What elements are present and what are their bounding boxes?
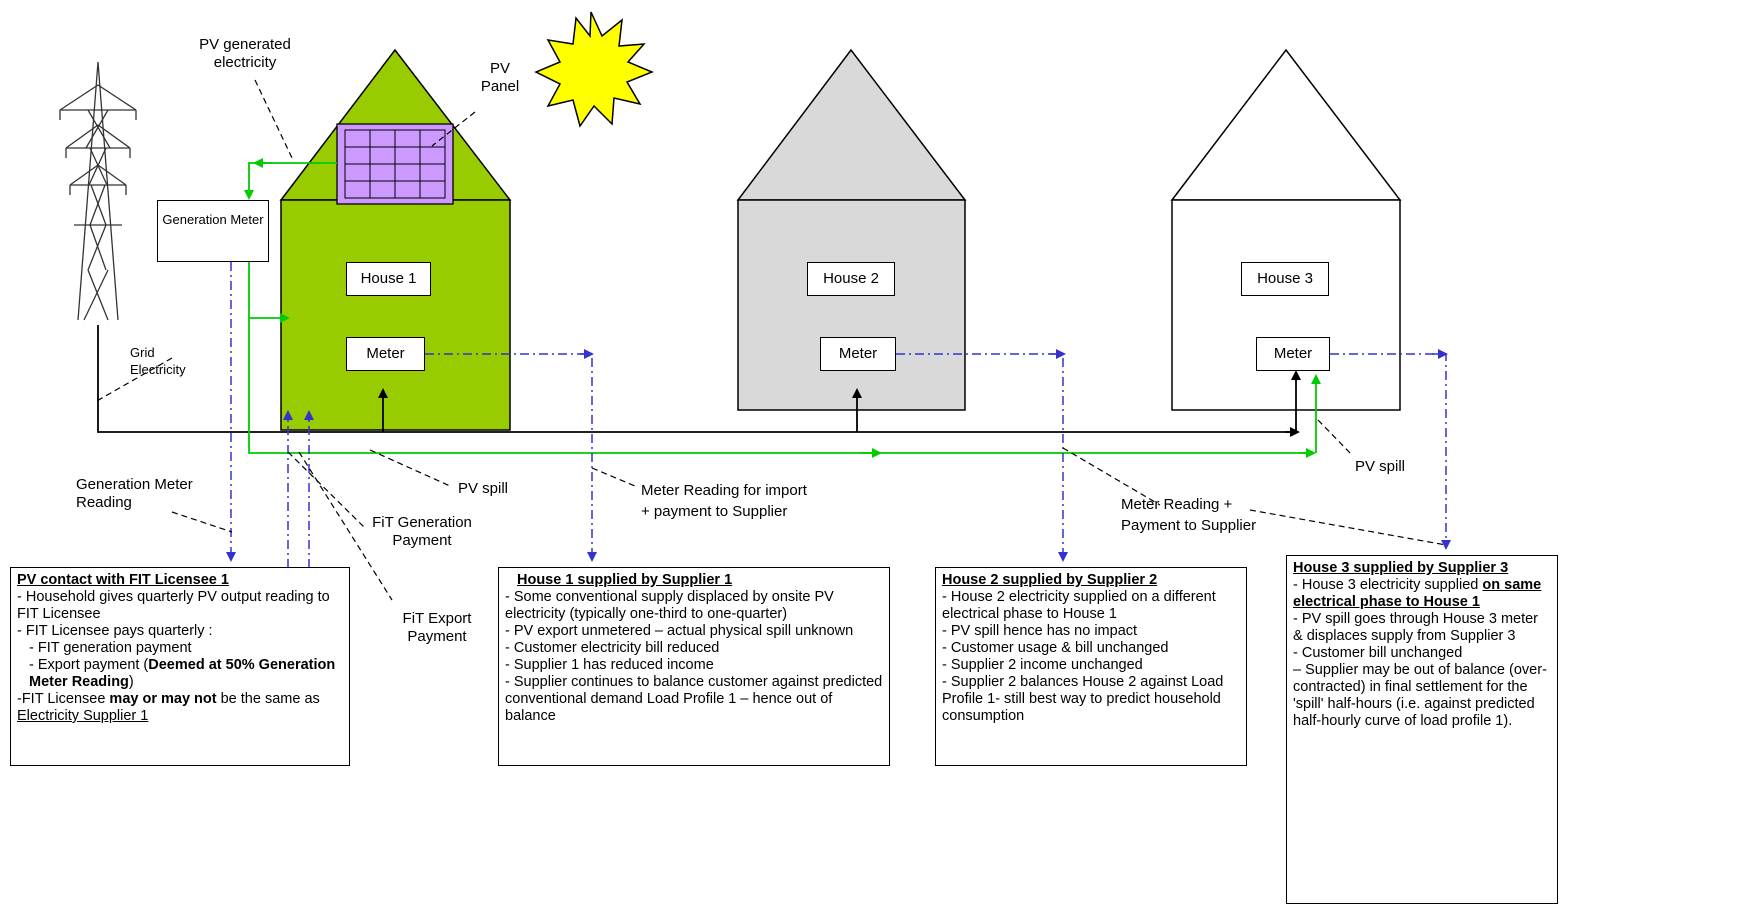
fit-licensee-box: PV contact with FIT Licensee 1 - Househo…	[10, 567, 350, 766]
generation-meter-label: Generation Meter	[162, 212, 264, 227]
house-3-meter-tag: Meter	[1256, 337, 1330, 371]
callout-lines	[94, 79, 1447, 601]
fit-box-line4: - Export payment (Deemed at 50% Generati…	[29, 657, 336, 690]
house-3-roof	[1170, 48, 1402, 201]
sun-icon	[534, 11, 654, 128]
pv-panel-label: PV Panel	[480, 60, 520, 95]
house-1-box-line5: - Supplier continues to balance customer…	[505, 674, 883, 724]
info-flow-lines	[226, 262, 1451, 568]
house-1-box-line4: - Supplier 1 has reduced income	[505, 657, 714, 673]
house-2-box-line5: - Supplier 2 balances House 2 against Lo…	[942, 674, 1224, 724]
house-2-box-line1: - House 2 electricity supplied on a diff…	[942, 589, 1216, 622]
house-2-supplier-box: House 2 supplied by Supplier 2 - House 2…	[935, 567, 1247, 766]
house-2-roof	[736, 48, 967, 201]
house-3-box-title: House 3 supplied by Supplier 3	[1293, 560, 1509, 576]
pv-spill-label-house3: PV spill	[1354, 458, 1406, 475]
meter-reading-payment-label: Meter Reading + Payment to Supplier	[1121, 496, 1257, 534]
house-1-box-line3: - Customer electricity bill reduced	[505, 640, 720, 656]
house-2-box-line2: - PV spill hence has no impact	[942, 623, 1138, 639]
grid-lines	[97, 325, 1301, 437]
fit-box-line1: - Household gives quarterly PV output re…	[17, 589, 330, 622]
fit-box-line2: - FIT Licensee pays quarterly :	[17, 623, 213, 639]
generation-meter-box: Generation Meter	[157, 200, 269, 262]
house-2-body	[737, 199, 966, 411]
fit-box-line3: - FIT generation payment	[29, 640, 192, 656]
house-3-name-tag: House 3	[1241, 262, 1329, 296]
pv-flow-lines	[244, 158, 1321, 458]
fit-box-line5: -FIT Licensee may or may not be the same…	[17, 691, 320, 724]
house-1-body	[280, 199, 511, 431]
pv-spill-label-house1: PV spill	[457, 480, 509, 497]
pv-panel-icon	[336, 123, 454, 205]
house-2-name-tag: House 2	[807, 262, 895, 296]
house-3-box-line3: - Customer bill unchanged	[1293, 645, 1463, 661]
generation-meter-reading-label: Generation Meter Reading	[76, 476, 193, 511]
grid-electricity-label: Grid Electricity	[130, 345, 186, 377]
pylon-icon	[59, 61, 137, 321]
fit-generation-payment-label: FiT Generation Payment	[372, 514, 472, 549]
house-3-supplier-box: House 3 supplied by Supplier 3 - House 3…	[1286, 555, 1558, 904]
fit-box-title: PV contact with FIT Licensee 1	[17, 572, 229, 588]
house-1-meter-tag: Meter	[346, 337, 425, 371]
house-2-meter-tag: Meter	[820, 337, 896, 371]
house-1-box-line2: - PV export unmetered – actual physical …	[505, 623, 854, 639]
house-2-box-line4: - Supplier 2 income unchanged	[942, 657, 1143, 673]
fit-export-payment-label: FiT Export Payment	[402, 610, 472, 645]
house-1-supplier-box: House 1 supplied by Supplier 1 - Some co…	[498, 567, 890, 766]
house-1-name-tag: House 1	[346, 262, 431, 296]
pv-generated-label: PV generated electricity	[199, 36, 291, 71]
house-3-body	[1171, 199, 1401, 411]
house-2-box-line3: - Customer usage & bill unchanged	[942, 640, 1169, 656]
meter-reading-import-label: Meter Reading for import + payment to Su…	[641, 482, 807, 520]
house-1-box-line1: - Some conventional supply displaced by …	[505, 589, 834, 622]
house-2-box-title: House 2 supplied by Supplier 2	[942, 572, 1158, 588]
house-3-box-line1: - House 3 electricity supplied on same e…	[1293, 577, 1542, 610]
house-3-box-line2: - PV spill goes through House 3 meter & …	[1293, 611, 1539, 644]
house-1-box-title: House 1 supplied by Supplier 1	[517, 572, 733, 588]
house-3-box-line4: – Supplier may be out of balance (over-c…	[1293, 662, 1547, 729]
